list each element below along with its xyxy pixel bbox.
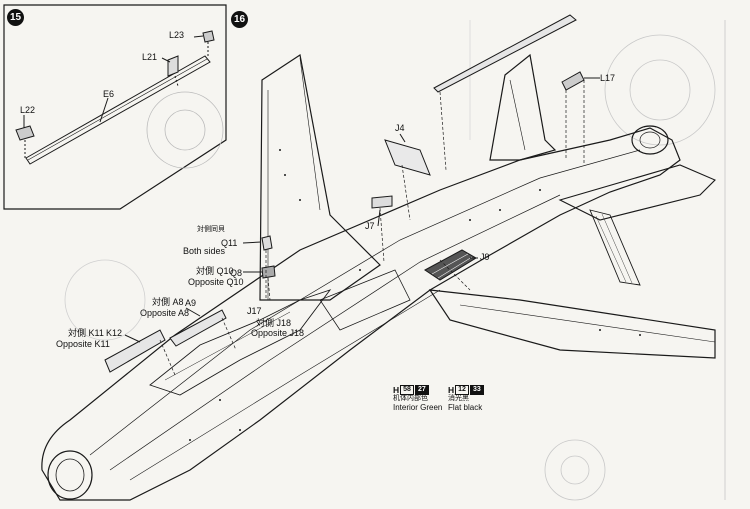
paint-letter: H: [393, 384, 400, 395]
label-l17: L17: [600, 73, 616, 83]
paint-name: Interior Green: [393, 403, 443, 412]
paint-code-box-dark: 33: [469, 385, 484, 395]
part-l17-rod: [433, 14, 577, 93]
note-q11: 対側同貝: [197, 226, 225, 233]
fuselage-outline: [41, 127, 681, 501]
label-j7: J7: [365, 221, 375, 231]
note-q11-en: Both sides: [183, 246, 226, 256]
right-wing: [428, 289, 716, 359]
vertical-tail: [489, 53, 557, 161]
left-wing: [259, 54, 381, 301]
paint-code-row: H 12 33: [448, 385, 484, 395]
label-e6: E6: [103, 89, 115, 99]
label-q8: Q8: [230, 268, 243, 278]
note-j18-cn: 対側 J18: [256, 318, 292, 328]
label-l23: L23: [169, 30, 185, 40]
paint-interior-green: H 58 27 机体内部色 Interior Green: [393, 385, 442, 412]
paint-cn-name: 消光黑: [448, 395, 469, 402]
cockpit-area: [149, 289, 332, 396]
note-q10-en: Opposite Q10: [188, 277, 244, 287]
note-j18-en: Opposite J18: [251, 328, 305, 338]
label-j4: J4: [395, 123, 405, 133]
note-a8-en: Opposite A8: [140, 308, 190, 318]
label-q11: Q11: [221, 238, 238, 248]
paint-cn-name: 机体内部色: [393, 395, 428, 402]
part-a9: [169, 309, 227, 347]
paint-code-box-dark: 27: [414, 385, 429, 395]
label-j17: J17: [247, 306, 262, 316]
exhaust-nozzle: [631, 125, 669, 155]
step-16-badge: 16: [231, 11, 248, 28]
step15-inset-frame: [3, 4, 227, 210]
label-j9: J9: [480, 252, 490, 262]
label-k12: K12: [106, 328, 123, 338]
step-15-badge: 15: [7, 9, 24, 26]
rail-e6-shape: [25, 55, 211, 165]
note-k11-en: Opposite K11: [56, 339, 110, 349]
note-k11-cn: 対側 K11: [68, 328, 104, 338]
paint-letter: H: [448, 384, 455, 395]
note-q10-cn: 対側 Q10: [196, 266, 234, 276]
horizontal-stab: [558, 164, 716, 221]
paint-code-box: 58: [400, 385, 414, 395]
part-k12: [104, 329, 166, 373]
paint-name: Flat black: [448, 403, 483, 412]
note-a8-cn: 対側 A8: [152, 297, 184, 307]
label-a9: A9: [185, 298, 197, 308]
nose-intake: [47, 450, 93, 500]
paint-code-box: 12: [455, 385, 469, 395]
label-l22: L22: [20, 105, 36, 115]
paint-code-row: H 58 27: [393, 385, 442, 395]
label-l21: L21: [142, 52, 158, 62]
paint-flat-black: H 12 33 消光黑 Flat black: [448, 385, 484, 412]
